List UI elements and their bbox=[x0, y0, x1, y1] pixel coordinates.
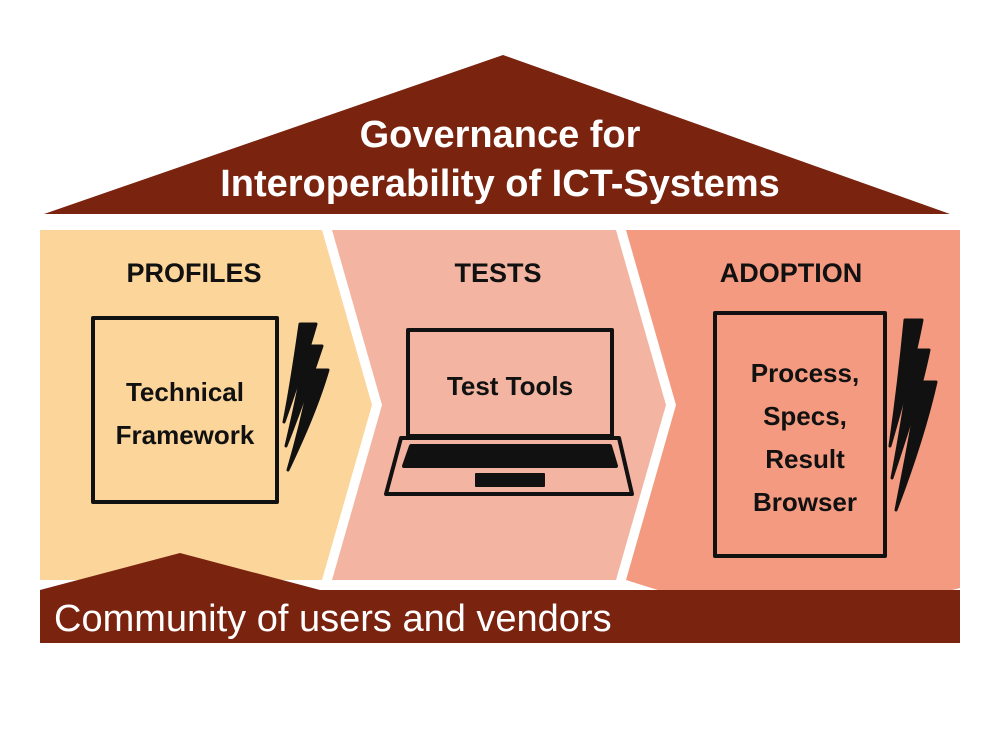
tests-content-line-1: Test Tools bbox=[446, 371, 574, 401]
profiles-content-line-2: Framework bbox=[115, 420, 255, 450]
community-band bbox=[40, 553, 960, 643]
adoption-content-line-4: Browser bbox=[752, 487, 858, 517]
adoption-title: ADOPTION bbox=[719, 258, 863, 288]
laptop-icon bbox=[384, 328, 634, 496]
community-label: Community of users and vendors bbox=[54, 598, 612, 640]
profiles-content-line-1: Technical bbox=[125, 377, 244, 407]
tests-title: TESTS bbox=[454, 258, 542, 288]
roof-title-line-1: Governance for bbox=[359, 114, 641, 156]
adoption-content-line-3: Result bbox=[765, 444, 845, 474]
profiles-title: PROFILES bbox=[126, 258, 262, 288]
adoption-content-line-2: Specs, bbox=[763, 401, 847, 431]
adoption-content-line-1: Process, bbox=[750, 358, 860, 388]
roof-title-line-2: Interoperability of ICT-Systems bbox=[220, 163, 780, 205]
document-stack-icon bbox=[91, 316, 330, 504]
document-stack-icon bbox=[713, 311, 938, 558]
governance-roof bbox=[44, 55, 950, 214]
